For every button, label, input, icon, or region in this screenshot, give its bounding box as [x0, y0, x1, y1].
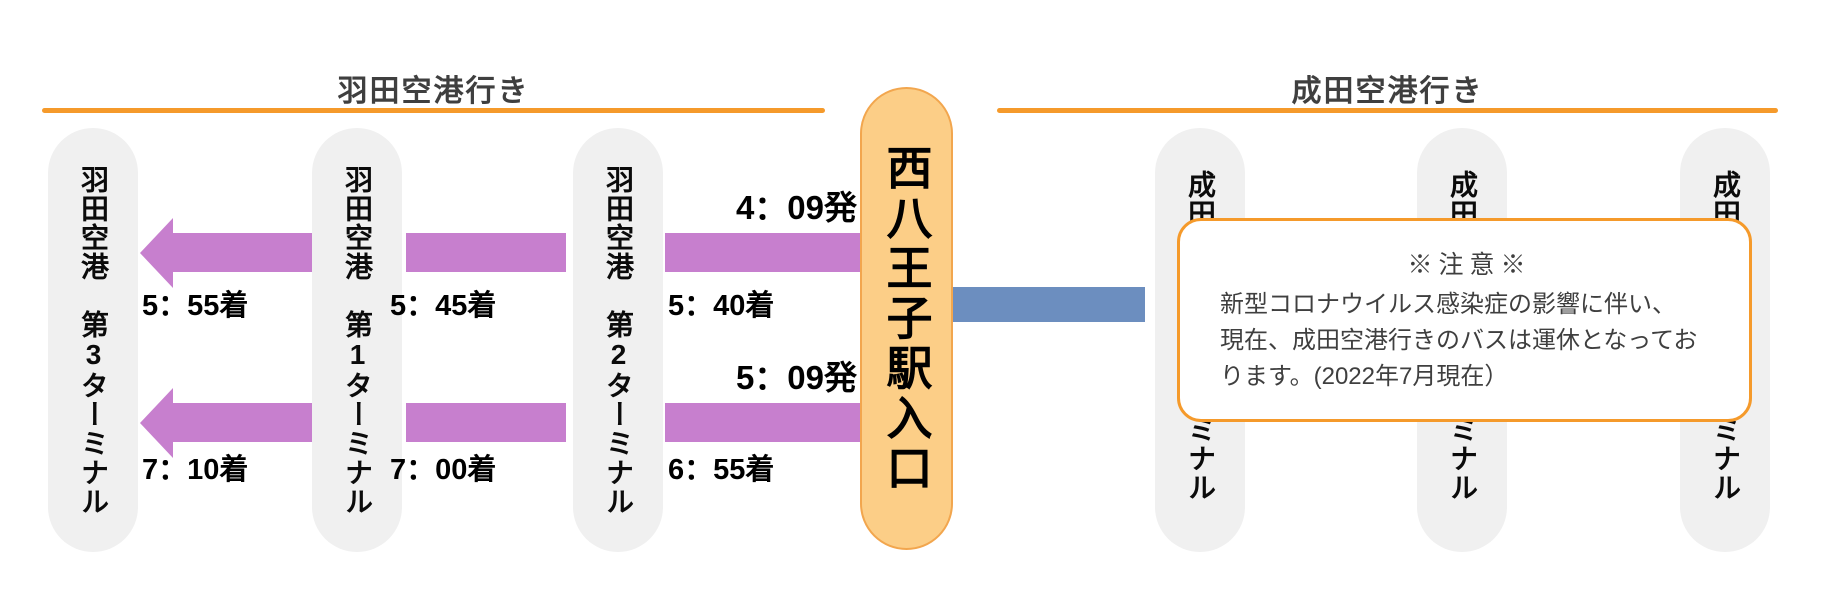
trip1-arrival-terminal3: 5：55着	[142, 290, 249, 322]
stop-pill-haneda-terminal1: 羽田空港 第1ターミナル	[312, 128, 402, 552]
trip2-arrival-terminal3: 7：10着	[142, 454, 249, 486]
arrow-left-icon	[140, 218, 173, 288]
notice-title: ※注意※	[1407, 251, 1532, 279]
notice-line-1: 新型コロナウイルス感染症の影響に伴い、	[1220, 291, 1676, 318]
stop-pill-nishi-hachioji-station: 西八王子駅入口	[860, 87, 953, 550]
route-bar-trip2-t2-to-t1	[406, 403, 566, 442]
notice-line-3: ります。(2022年7月現在）	[1220, 363, 1509, 390]
narita-section-underline	[997, 108, 1778, 113]
route-bar-trip1-t2-to-t1	[406, 233, 566, 272]
stop-label: 西八王子駅入口	[880, 143, 933, 494]
haneda-section-underline	[42, 108, 825, 113]
stop-pill-haneda-terminal3: 羽田空港 第3ターミナル	[48, 128, 138, 552]
trip2-arrival-terminal2: 6：55着	[668, 454, 775, 486]
trip2-arrival-terminal1: 7：00着	[390, 454, 497, 486]
trip1-departure-time: 4：09発	[735, 189, 857, 226]
notice-line-2: 現在、成田空港行きのバスは運休となってお	[1220, 327, 1698, 354]
route-bar-trip2-station-to-t2	[665, 403, 860, 442]
trip1-arrival-terminal1: 5：45着	[390, 290, 497, 322]
arrow-left-icon	[140, 388, 173, 458]
route-bar-narita-suspended	[950, 287, 1145, 322]
stop-label-bottom: ミナル	[1710, 415, 1741, 502]
haneda-section-title: 羽田空港行き	[337, 75, 530, 108]
route-bar-trip2-t1-to-t3	[172, 403, 312, 442]
covid-notice-box: ※注意※ 新型コロナウイルス感染症の影響に伴い、 現在、成田空港行きのバスは運休…	[1177, 218, 1752, 422]
stop-label-bottom: ミナル	[1447, 415, 1478, 502]
stop-label: 羽田空港 第3ターミナル	[78, 164, 109, 516]
narita-section-title: 成田空港行き	[1291, 75, 1484, 108]
stop-label-bottom: ミナル	[1185, 415, 1216, 502]
stop-label: 羽田空港 第2ターミナル	[603, 164, 634, 516]
stop-label: 羽田空港 第1ターミナル	[342, 164, 373, 516]
route-bar-trip1-t1-to-t3	[172, 233, 312, 272]
route-bar-trip1-station-to-t2	[665, 233, 860, 272]
stop-pill-haneda-terminal2: 羽田空港 第2ターミナル	[573, 128, 663, 552]
trip2-departure-time: 5：09発	[735, 359, 857, 396]
trip1-arrival-terminal2: 5：40着	[668, 290, 775, 322]
